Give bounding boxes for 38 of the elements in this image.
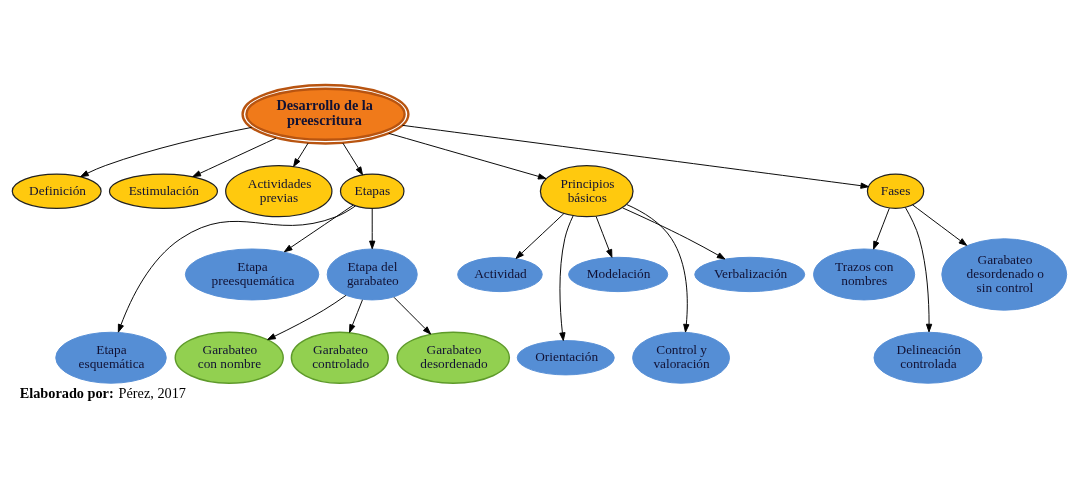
node-ellipse: Control y valoración bbox=[632, 331, 730, 384]
arrow bbox=[559, 214, 574, 341]
arrow bbox=[80, 126, 253, 177]
node-ellipse: Etapa preesquemática bbox=[184, 248, 320, 300]
arrow bbox=[904, 206, 933, 332]
arrow bbox=[622, 206, 726, 259]
node-ellipse: Delineación controlada bbox=[873, 331, 983, 384]
arrow bbox=[342, 142, 363, 175]
node-ellipse: Garabateo desordenado bbox=[396, 331, 511, 384]
arrow bbox=[595, 215, 613, 258]
arrow bbox=[388, 132, 547, 179]
node-ellipse: Etapas bbox=[339, 172, 405, 209]
arrow bbox=[369, 207, 376, 249]
node-ellipse: Fases bbox=[866, 172, 925, 209]
node-ellipse: Modelación bbox=[568, 256, 669, 292]
arrow bbox=[626, 203, 690, 332]
arrow bbox=[515, 212, 565, 259]
node-ellipse: Desarrollo de la preescritura bbox=[241, 83, 410, 145]
arrow bbox=[401, 124, 870, 189]
arrow bbox=[349, 298, 363, 333]
arrow bbox=[117, 204, 356, 333]
arrow bbox=[293, 142, 309, 167]
node-ellipse: Garabateo controlado bbox=[290, 331, 389, 384]
node-ellipse: Actividad bbox=[457, 256, 543, 292]
node-ellipse: Definición bbox=[11, 172, 102, 209]
arrow bbox=[192, 137, 277, 177]
arrow bbox=[912, 203, 968, 246]
arrow bbox=[267, 294, 347, 340]
arrow bbox=[283, 204, 354, 252]
node-ellipse: Orientación bbox=[516, 339, 615, 375]
node-ellipse: Verbalización bbox=[694, 256, 806, 292]
arrow bbox=[873, 207, 890, 250]
node-ellipse: Etapa esquemática bbox=[55, 331, 167, 384]
node-ellipse: Etapa del garabateo bbox=[326, 248, 418, 300]
node-ellipse: Trazos con nombres bbox=[813, 248, 916, 300]
node-ellipse: Actividades previas bbox=[225, 164, 333, 217]
caption: Elaborado por: Pérez, 2017 bbox=[19, 384, 187, 401]
arrow bbox=[393, 296, 432, 335]
